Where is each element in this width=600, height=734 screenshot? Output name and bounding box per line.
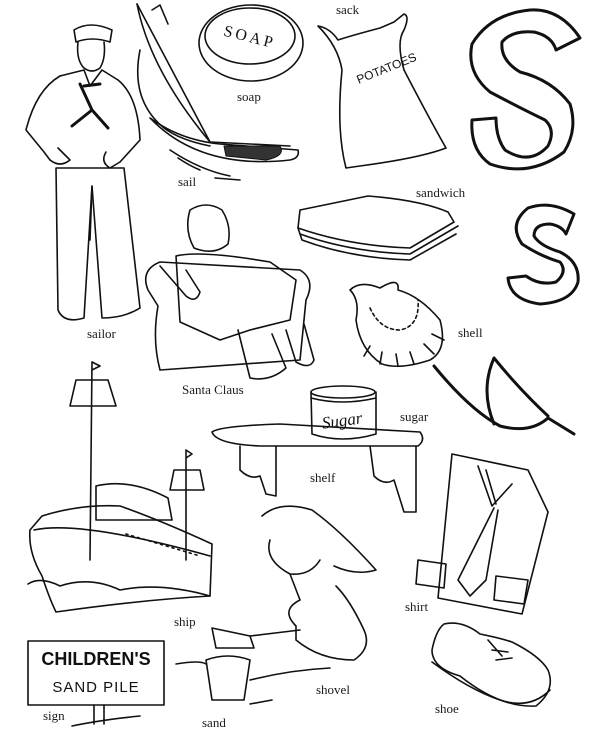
label-ship: ship — [174, 614, 196, 629]
soap-bar-text: SOAP — [222, 23, 277, 52]
lowercase-letter-s — [506, 203, 580, 306]
santa-claus-illustration — [144, 204, 315, 380]
label-shoe: shoe — [435, 701, 459, 716]
ship-illustration — [27, 361, 213, 613]
label-sugar: sugar — [400, 409, 429, 424]
soap-illustration — [198, 4, 304, 82]
label-sailor: sailor — [87, 326, 116, 341]
sign-text-line-1: CHILDREN'S — [41, 649, 150, 669]
shirt-illustration — [415, 453, 549, 615]
shelf-illustration — [211, 423, 424, 513]
sandwich-illustration — [297, 195, 459, 261]
sugar-can-illustration — [310, 385, 377, 440]
label-sail: sail — [178, 174, 197, 189]
sailor-illustration — [25, 24, 141, 321]
sign-illustration — [27, 640, 165, 727]
label-soap: soap — [237, 89, 261, 104]
label-santa-claus: Santa Claus — [182, 382, 244, 397]
shell-illustration — [349, 281, 445, 368]
shoe-illustration — [431, 622, 552, 707]
label-shirt: shirt — [405, 599, 429, 614]
label-shell: shell — [458, 325, 483, 340]
sailboat-illustration — [136, 3, 300, 181]
sack-illustration — [317, 13, 447, 169]
label-sand: sand — [202, 715, 226, 730]
label-sign: sign — [43, 708, 65, 723]
uppercase-letter-s — [469, 8, 582, 171]
label-shovel: shovel — [316, 682, 350, 697]
letter-trace-stroke — [432, 356, 576, 436]
label-sandwich: sandwich — [416, 185, 466, 200]
label-sack: sack — [336, 2, 360, 17]
label-shelf: shelf — [310, 470, 336, 485]
sack-text: POTATOES — [355, 50, 419, 87]
child-with-shovel-illustration — [175, 505, 377, 705]
sign-text-line-2: SAND PILE — [52, 679, 139, 696]
